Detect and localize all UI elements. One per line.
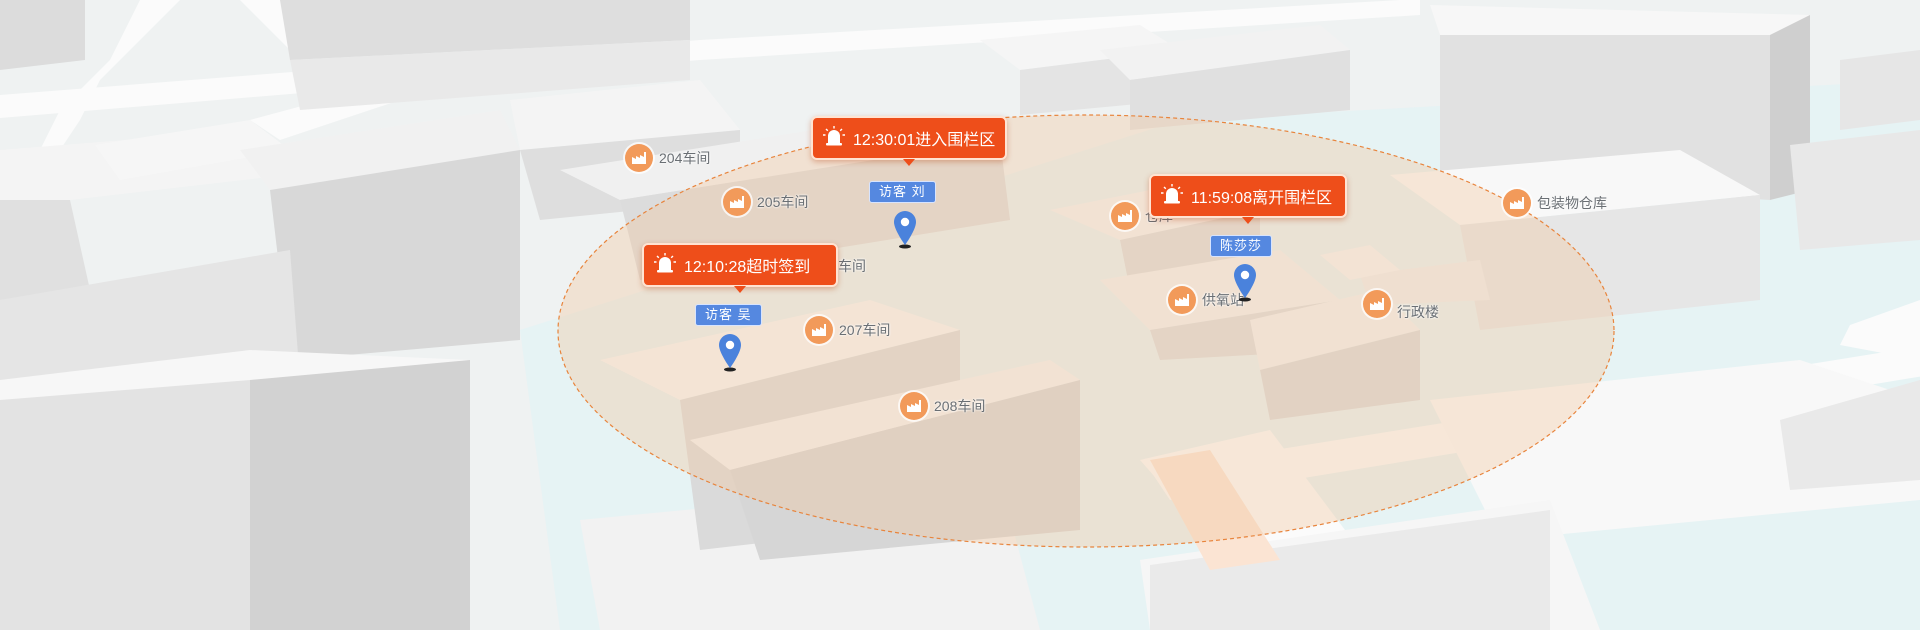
poi-205[interactable]: 205车间 <box>723 188 808 216</box>
poi-label: 车间 <box>838 258 866 274</box>
buildings-right <box>580 5 1920 630</box>
location-pin-icon[interactable] <box>891 209 919 249</box>
poi-label: 205车间 <box>757 194 809 210</box>
poi-label: 204车间 <box>659 150 711 166</box>
poi-packaging-warehouse[interactable]: 包装物仓库 <box>1503 189 1607 217</box>
poi-204[interactable]: 204车间 <box>625 144 710 172</box>
alert-text: 12:10:28超时签到 <box>684 259 811 276</box>
buildings-left <box>0 0 740 630</box>
alarm-siren-icon <box>1161 183 1183 209</box>
person-tag-visitor-liu[interactable]: 访客 刘 <box>869 181 936 203</box>
poi-label: 208车间 <box>934 398 986 414</box>
poi-oxygen-station[interactable]: 供氧站 <box>1168 286 1244 314</box>
factory-icon <box>723 188 751 216</box>
alert-callout-overtime-checkin[interactable]: 12:10:28超时签到 <box>642 243 838 293</box>
poi-208[interactable]: 208车间 <box>900 392 985 420</box>
factory-icon <box>625 144 653 172</box>
poi-label: 包装物仓库 <box>1537 195 1607 211</box>
location-pin-icon[interactable] <box>1231 262 1259 302</box>
person-tag-chen-shasha[interactable]: 陈莎莎 <box>1210 235 1273 257</box>
poi-label: 供氧站 <box>1202 292 1244 308</box>
location-pin-icon[interactable] <box>716 332 744 372</box>
poi-206[interactable]: 车间 <box>838 256 866 276</box>
alert-text: 11:59:08离开围栏区 <box>1191 190 1333 207</box>
poi-admin-building[interactable]: 行政楼 <box>1363 286 1439 322</box>
poi-207[interactable]: 207车间 <box>805 316 890 344</box>
alert-text: 12:30:01进入围栏区 <box>853 132 996 149</box>
alarm-siren-icon <box>654 252 676 278</box>
factory-icon <box>1168 286 1196 314</box>
poi-label: 207车间 <box>839 322 891 338</box>
factory-icon <box>1363 290 1391 318</box>
alert-callout-leave-fence[interactable]: 11:59:08离开围栏区 <box>1149 174 1347 224</box>
person-tag-visitor-wu[interactable]: 访客 吴 <box>695 304 762 326</box>
factory-icon <box>1111 202 1139 230</box>
factory-icon <box>1503 189 1531 217</box>
factory-icon <box>805 316 833 344</box>
alert-callout-enter-fence[interactable]: 12:30:01进入围栏区 <box>811 116 1007 166</box>
alarm-siren-icon <box>823 125 845 151</box>
factory-icon <box>900 392 928 420</box>
poi-label: 行政楼 <box>1397 304 1439 320</box>
geofence-area[interactable] <box>557 114 1615 548</box>
